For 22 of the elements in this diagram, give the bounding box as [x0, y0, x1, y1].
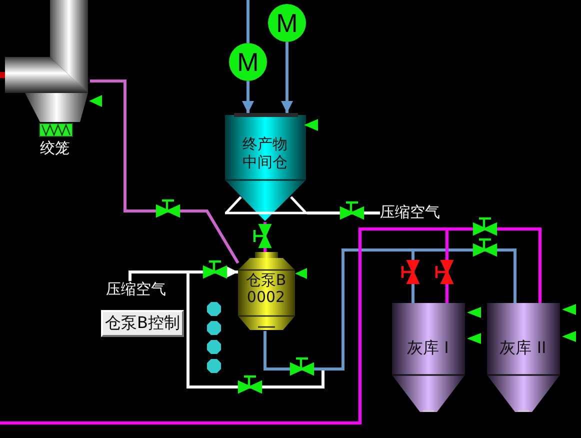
- pipe-line: [264, 331, 323, 370]
- equipment-label: 0002: [246, 289, 286, 306]
- pipe-line: [446, 229, 448, 303]
- equipment-label: 绞笼: [40, 140, 70, 158]
- pipe-line: [264, 222, 266, 252]
- arrow: [188, 266, 238, 278]
- pipe-line: [246, 0, 250, 43]
- pipe-line: [0, 228, 447, 424]
- pipe-line: [307, 212, 380, 214]
- motor-symbol: M: [268, 4, 306, 42]
- arrow: [281, 42, 293, 113]
- equipment-label: 灰库 II: [500, 339, 546, 358]
- flow-label: 压缩空气: [106, 281, 166, 298]
- equipment-label: 终产物中间仓: [242, 135, 288, 171]
- motor-symbol: M: [229, 43, 267, 81]
- equipment-label: 灰库 I: [407, 339, 449, 358]
- arrow: [242, 81, 254, 113]
- flow-label: 压缩空气: [380, 204, 440, 222]
- equipment-label: 仓泵B: [246, 272, 286, 290]
- pipe-line: [90, 80, 240, 264]
- pipe-line: [447, 228, 542, 303]
- control-button: 仓泵B控制: [101, 310, 184, 337]
